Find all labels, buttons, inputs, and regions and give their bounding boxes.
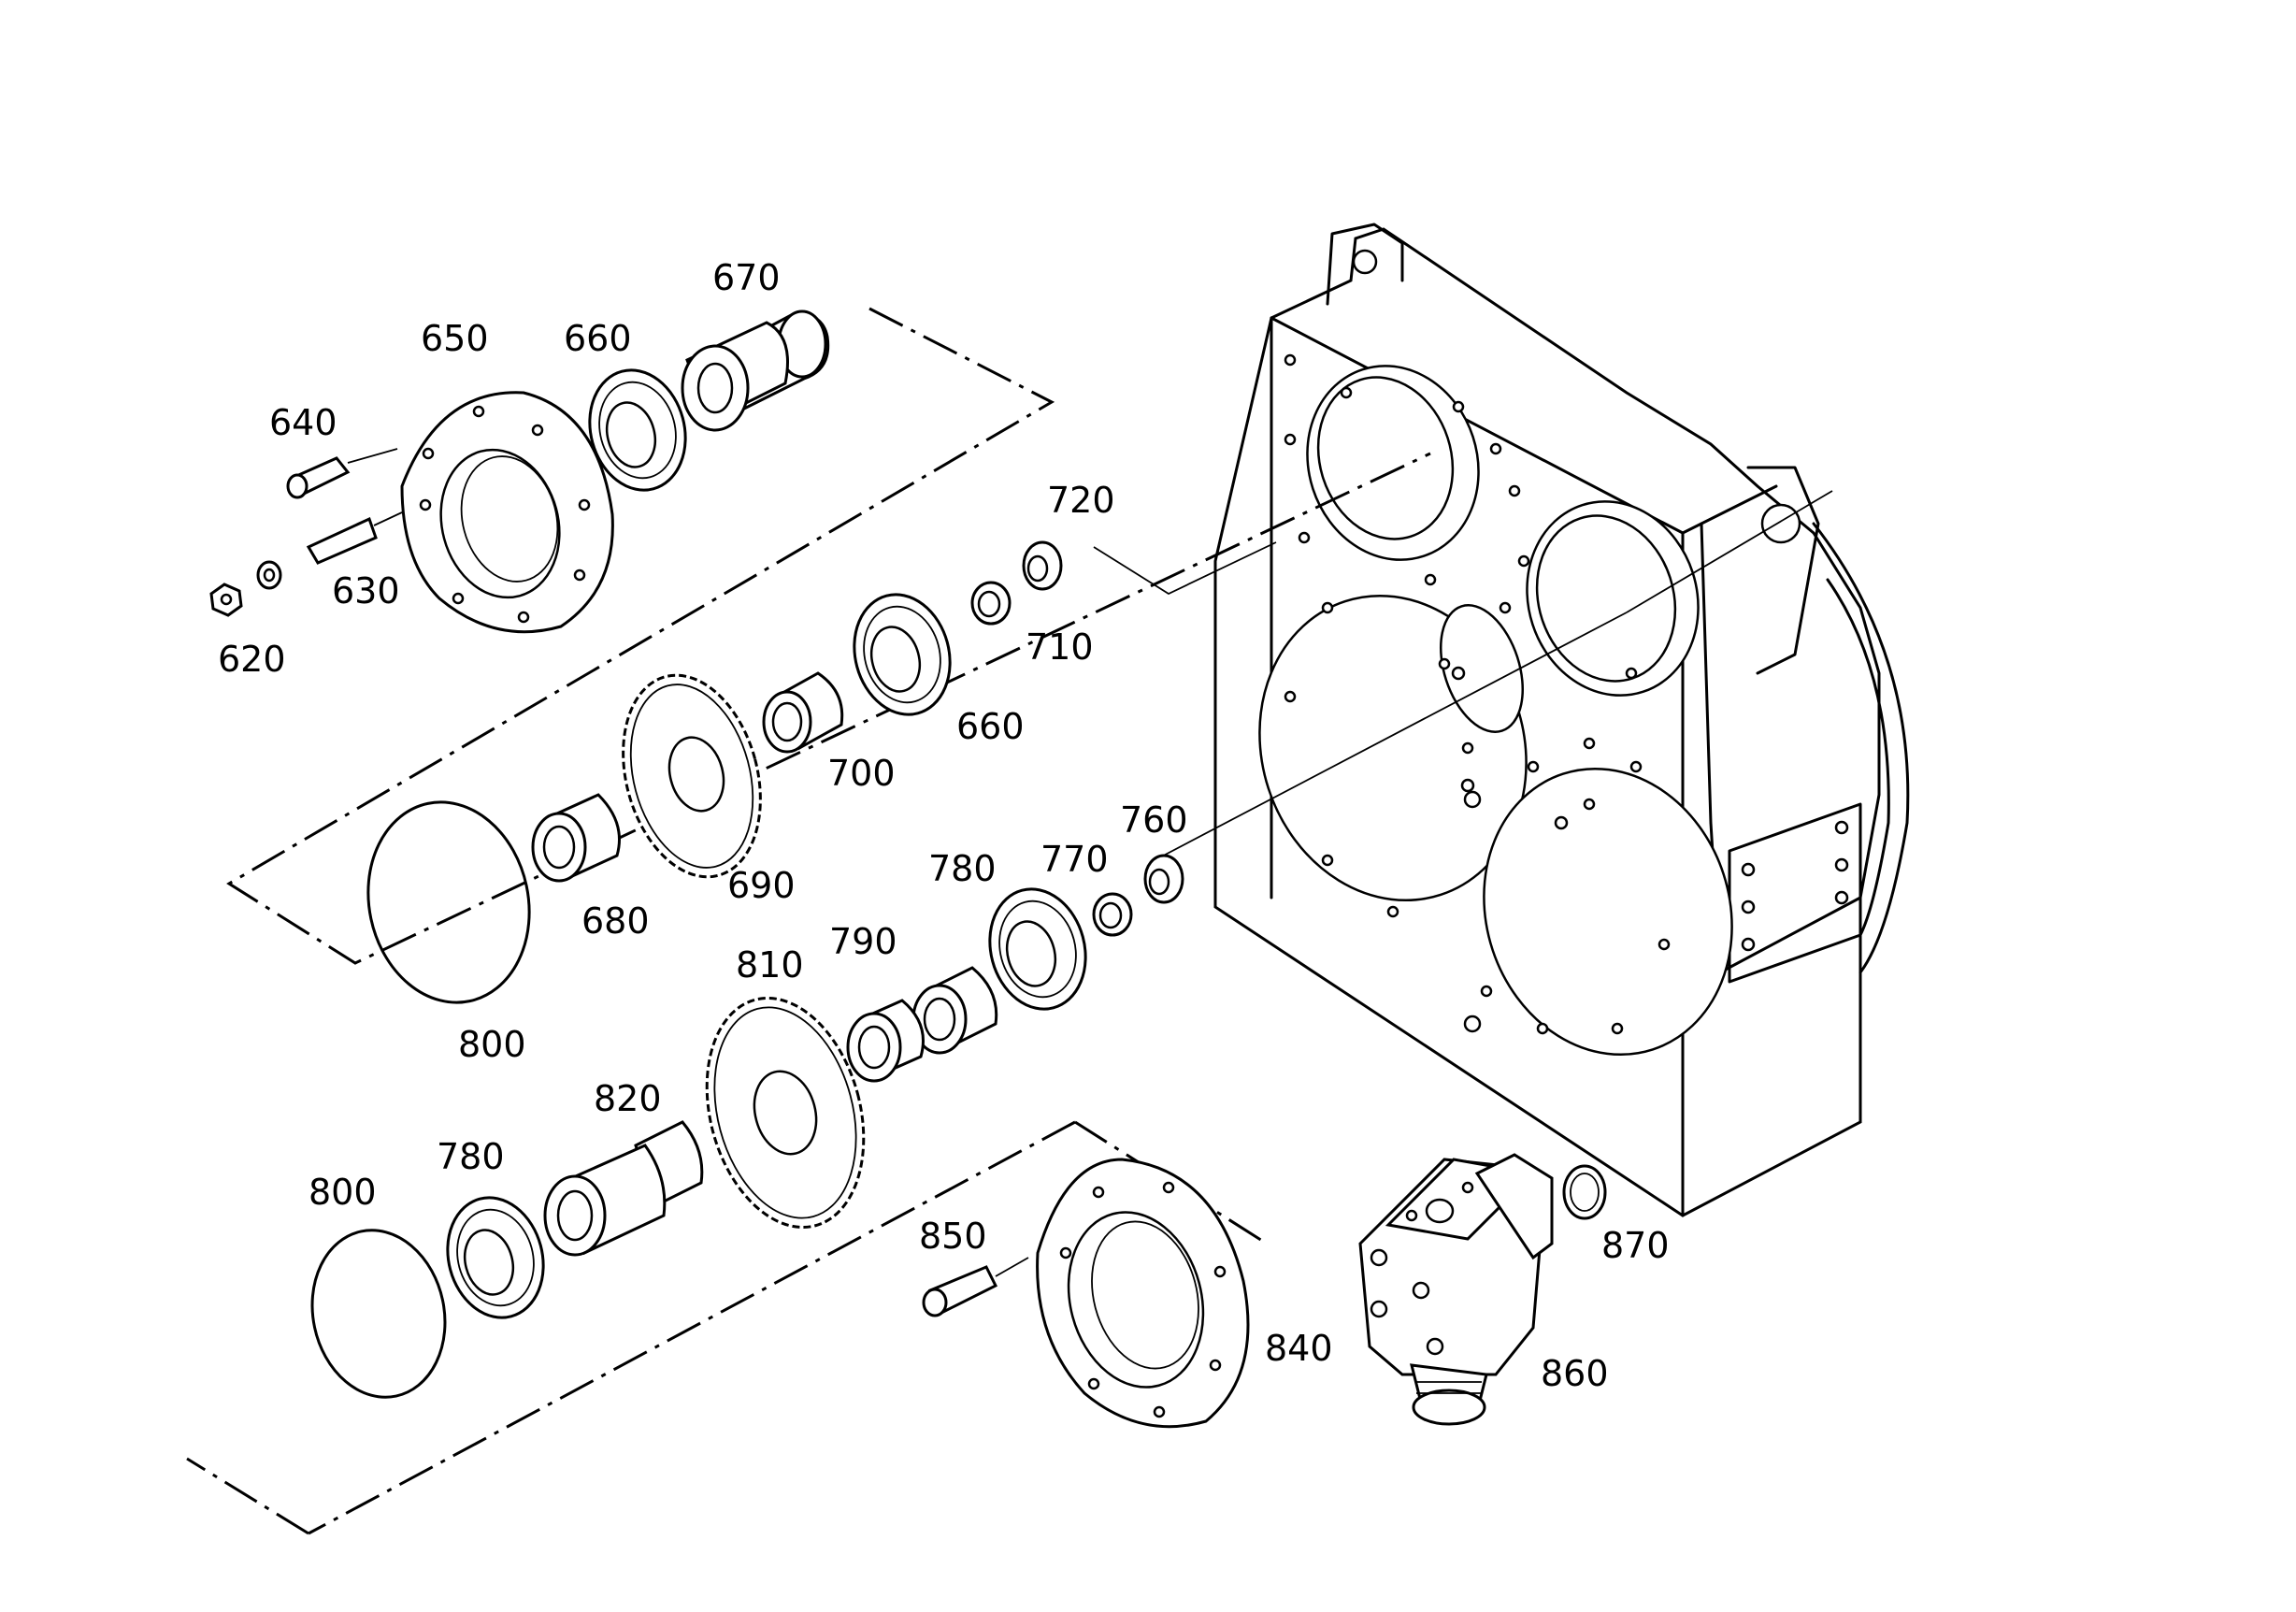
callout-780: 780 (928, 848, 997, 889)
part-770-ring (1092, 892, 1133, 937)
housing-bolt-holes (1284, 353, 1671, 1035)
callout-760: 760 (1120, 799, 1188, 841)
part-700-bushing (762, 671, 844, 754)
callout-620: 620 (218, 639, 286, 680)
part-870-oring (1562, 1164, 1607, 1220)
callout-860: 860 (1541, 1353, 1609, 1394)
callout-720: 720 (1047, 480, 1115, 521)
callout-850: 850 (919, 1216, 987, 1257)
callout-700: 700 (827, 753, 896, 794)
callout-660: 660 (564, 318, 632, 359)
part-840-cover (1036, 1158, 1250, 1429)
callout-800: 800 (458, 1024, 526, 1065)
callout-840: 840 (1265, 1328, 1333, 1369)
part-780-bearing-low (446, 1196, 545, 1319)
part-850-bolt (922, 1257, 1029, 1317)
part-630-stud (306, 511, 403, 565)
callout-790: 790 (829, 921, 897, 962)
part-810-gear (705, 996, 866, 1230)
part-690-gear (622, 673, 762, 879)
part-680-bushing (531, 793, 621, 883)
callout-870: 870 (1601, 1225, 1670, 1266)
part-660-bearing-top (588, 368, 687, 492)
part-820-shaft (543, 1120, 704, 1257)
callout-710: 710 (1026, 626, 1094, 668)
callout-800: 800 (309, 1172, 377, 1213)
callout-690: 690 (727, 865, 796, 906)
callout-630: 630 (332, 570, 400, 612)
callout-labels: 670 650 660 640 630 620 720 710 660 700 … (218, 257, 1670, 1394)
part-660-bearing-mid (853, 593, 952, 716)
part-800-oring-mid (366, 800, 531, 1004)
callout-810: 810 (736, 944, 804, 986)
callout-770: 770 (1040, 839, 1109, 880)
callout-640: 640 (269, 402, 337, 443)
part-670-pinion-shaft (681, 309, 830, 432)
part-760-pinion (1143, 854, 1184, 904)
part-860-pump (1358, 1153, 1554, 1426)
part-640-bolt (286, 448, 398, 499)
callout-650: 650 (421, 318, 489, 359)
part-790-bushing-pair (846, 966, 998, 1083)
part-620-nut (209, 560, 282, 617)
callout-780: 780 (437, 1136, 505, 1177)
part-800-oring-low (310, 1229, 447, 1399)
callout-820: 820 (594, 1078, 662, 1119)
part-650-cover-flange (400, 391, 614, 634)
part-720-pinion (1022, 540, 1063, 591)
callout-670: 670 (712, 257, 781, 298)
callout-680: 680 (581, 900, 650, 942)
callout-660: 660 (956, 706, 1025, 747)
gearbox-housing (1213, 223, 1910, 1217)
part-780-bearing-mid (988, 887, 1087, 1011)
part-710-ring (970, 581, 1012, 626)
